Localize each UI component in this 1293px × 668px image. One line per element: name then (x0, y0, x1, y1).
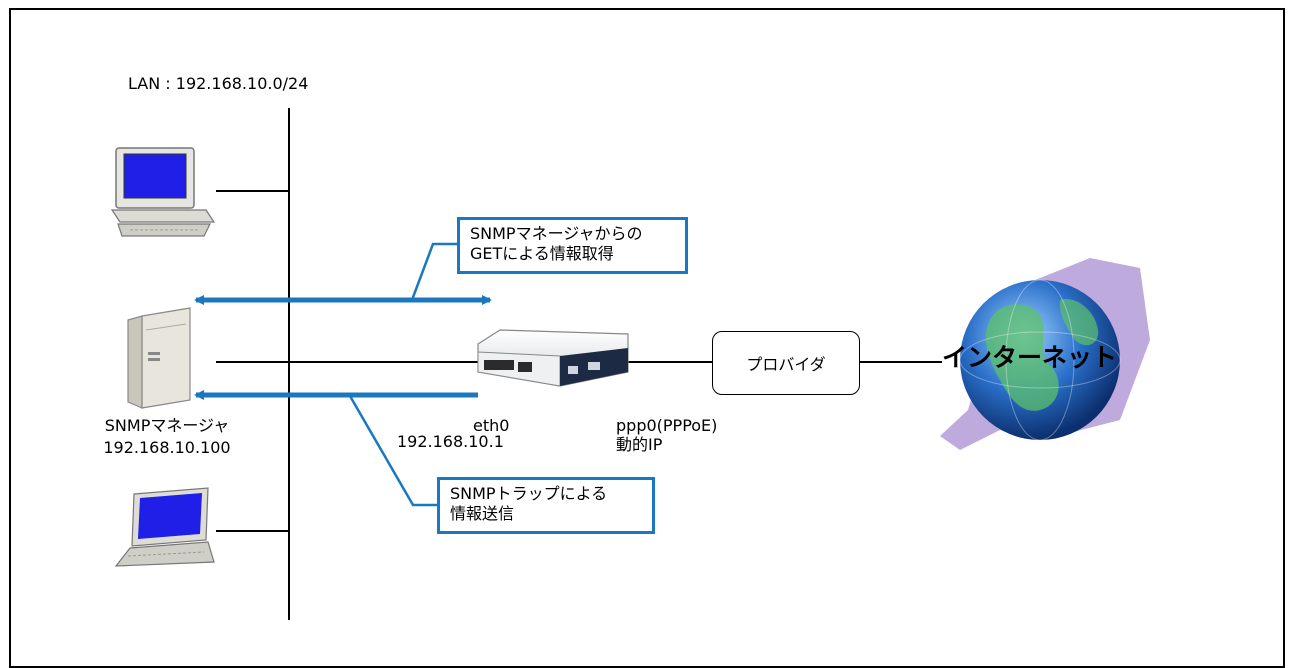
lan-label: LAN : 192.168.10.0/24 (128, 74, 309, 93)
router-icon (477, 329, 629, 387)
internet-label: インターネット (942, 343, 1118, 372)
snmp-manager-ip: 192.168.10.100 (103, 438, 231, 457)
ppp0-label: ppp0(PPPoE) (616, 416, 718, 435)
ppp0-ip: 動的IP (616, 435, 663, 454)
laptop-icon (114, 487, 215, 567)
desktop-pc-icon (110, 147, 216, 237)
provider-label: プロバイダ (746, 355, 826, 374)
eth0-ip: 192.168.10.1 (397, 432, 504, 451)
trap-callout-line1: SNMPトラップによる (450, 484, 608, 503)
server-icon (127, 307, 191, 409)
trap-callout-leader (348, 395, 439, 507)
provider-box: プロバイダ (712, 331, 860, 395)
globe-icon (940, 258, 1150, 450)
get-callout: SNMPマネージャからの GETによる情報取得 (457, 217, 688, 274)
trap-callout-line2: 情報送信 (450, 504, 515, 523)
snmp-manager-name: SNMPマネージャ (104, 416, 230, 435)
get-callout-leader (410, 242, 459, 301)
trap-callout: SNMPトラップによる 情報送信 (437, 477, 655, 534)
get-callout-line1: SNMPマネージャからの (470, 224, 643, 243)
get-callout-line2: GETによる情報取得 (470, 244, 614, 263)
eth0-label: eth0 (473, 416, 510, 435)
network-diagram (110, 108, 1150, 620)
